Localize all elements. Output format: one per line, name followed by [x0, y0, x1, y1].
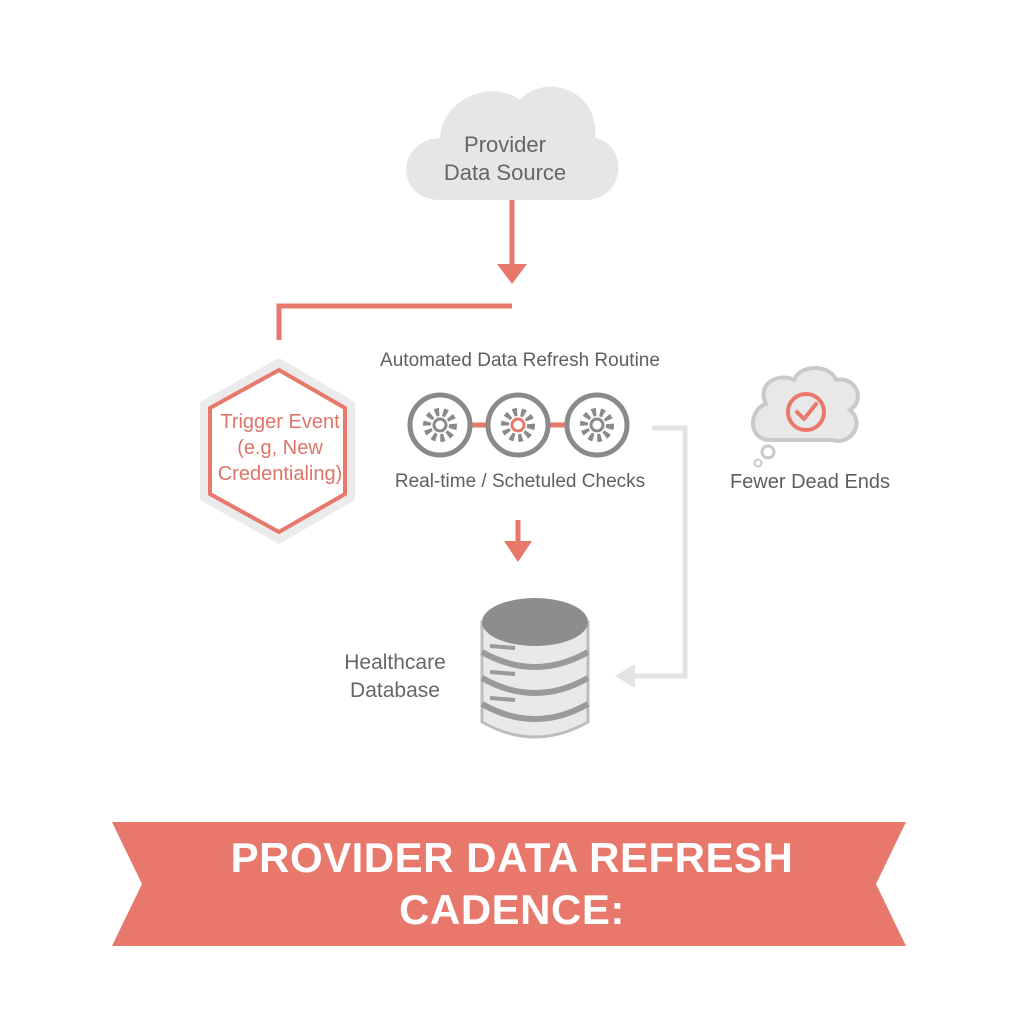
database-label: Healthcare Database: [320, 649, 470, 705]
trigger-label: Trigger Event (e.g, New Credentialing): [200, 409, 360, 487]
gear-icon: [485, 392, 551, 458]
refresh-arrow: [504, 520, 532, 562]
trigger-connector: [276, 303, 512, 340]
gear-icon: [564, 392, 630, 458]
outcome-label: Fewer Dead Ends: [729, 471, 891, 493]
checkmark-icon: [786, 392, 826, 432]
gear-icon: [407, 392, 473, 458]
feedback-arrow: [615, 425, 688, 688]
source-arrow: [497, 200, 527, 284]
title-banner: [112, 822, 906, 946]
trigger-label-line2: (e.g, New: [237, 437, 323, 459]
thought-bubble-icon: [751, 366, 860, 468]
source-label-line1: Provider: [464, 132, 546, 157]
banner-title-line2: TRIGGER-BASED ROUTINE: [230, 938, 794, 985]
cloud-icon: [406, 86, 619, 200]
trigger-label-line3: Credentialing): [217, 463, 343, 485]
banner-title-line1: PROVIDER DATA REFRESH CADENCE:: [230, 834, 794, 933]
hexagon-icon: [200, 358, 355, 544]
checks-label: Real-time / Schetuled Checks: [394, 471, 646, 492]
database-label-line1: Healthcare: [344, 651, 446, 674]
source-label: Provider Data Source: [415, 131, 595, 187]
database-label-line2: Database: [350, 679, 440, 702]
gear-row: [407, 392, 630, 458]
banner-title: PROVIDER DATA REFRESH CADENCE: TRIGGER-B…: [120, 832, 904, 988]
source-label-line2: Data Source: [443, 160, 567, 185]
database-icon: [480, 598, 590, 739]
routine-title: Automated Data Refresh Routine: [380, 350, 660, 371]
trigger-label-line1: Trigger Event: [220, 411, 340, 433]
